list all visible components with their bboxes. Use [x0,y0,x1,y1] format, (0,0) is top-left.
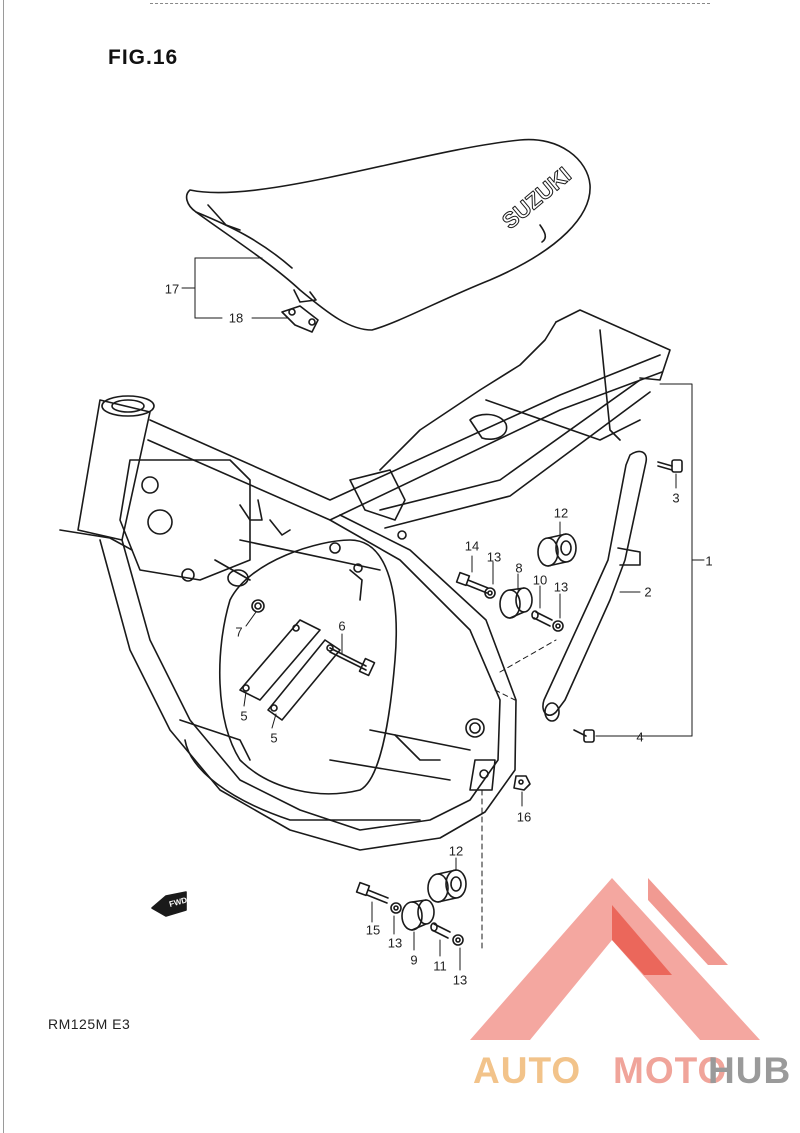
main-frame [59,309,671,851]
callout-15: 15 [365,922,381,938]
bolt-6 [329,647,376,677]
bolt-7 [251,599,265,613]
callout-12-upper: 12 [553,505,569,521]
engine-mount-plates [239,619,341,721]
seat-bracket [281,305,319,333]
watermark-text-auto: AUTO [473,1050,582,1091]
callout-17: 17 [164,281,180,297]
watermark-text-hub: HUB [708,1050,792,1091]
callout-7: 7 [235,624,243,640]
bolt-3 [657,459,683,473]
callout-5a: 5 [240,708,248,724]
washers-13-upper [484,587,564,632]
callout-2: 2 [644,584,652,600]
watermark-logo [470,878,760,1040]
model-code: RM125M E3 [48,1016,131,1032]
callout-leaders [243,383,705,971]
callout-16: 16 [516,809,532,825]
callout-1: 1 [705,553,713,569]
fwd-arrow-icon [151,891,187,917]
callout-14: 14 [464,538,480,554]
callout-5b: 5 [270,730,278,746]
callout-13-b: 13 [553,579,569,595]
callout-10: 10 [532,572,548,588]
mount-8 [499,587,533,619]
spacer-11 [430,922,451,939]
figure-title: FIG.16 [108,46,179,69]
bolt-14 [455,571,489,594]
callout-13-d: 13 [452,972,468,988]
washers-13-lower [390,902,464,946]
seat-brand-text: SUZUKI [497,162,576,234]
callout-12-lower: 12 [448,843,464,859]
spacer-10 [531,610,553,627]
callout-3: 3 [672,490,680,506]
bushing-12-upper [537,533,577,567]
mount-9 [401,899,435,931]
scan-top-line [150,3,710,4]
watermark-text-moto: MOTO [613,1050,728,1091]
bushing-12-lower [427,869,467,903]
callout-8: 8 [515,560,523,576]
callout-13-a: 13 [486,549,502,565]
callout-13-c: 13 [387,935,403,951]
callout-9: 9 [410,952,418,968]
bolt-15 [355,881,389,904]
callout-6: 6 [338,618,346,634]
callout-4: 4 [636,729,644,745]
bolt-4 [573,729,595,743]
nut-16 [513,775,531,791]
scan-edge-line [3,0,4,1133]
callout-11: 11 [433,958,447,974]
seat: SUZUKI [185,138,591,331]
callout-18: 18 [228,310,244,326]
seat-leaders [181,257,289,319]
rear-support-bar [542,450,648,722]
